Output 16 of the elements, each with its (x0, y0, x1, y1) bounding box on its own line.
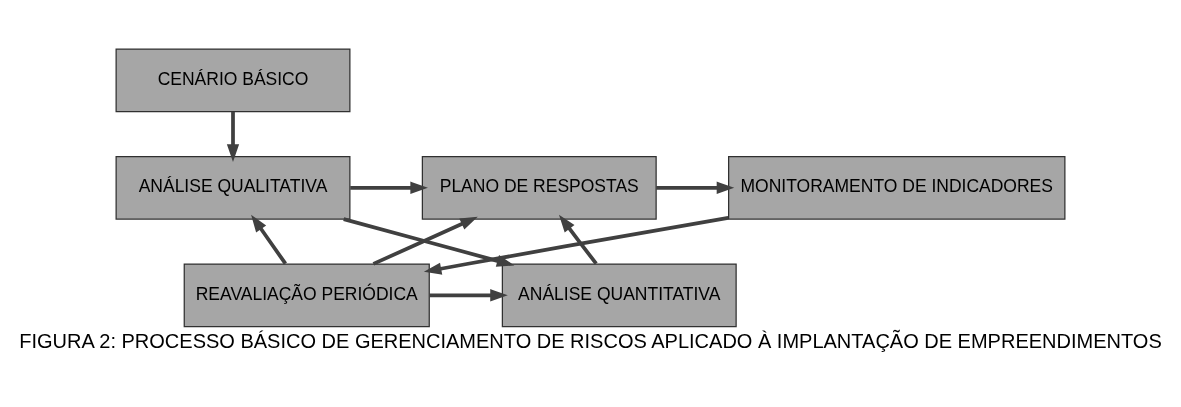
arrow (226, 111, 240, 162)
arrow (423, 215, 729, 275)
node-box: MONITORAMENTO DE INDICADORES (728, 155, 1066, 220)
node-box: CENÁRIO BÁSICO (115, 47, 351, 112)
node-box: ANÁLISE QUALITATIVA (115, 155, 351, 220)
arrow (343, 216, 515, 267)
caption: FIGURA 2: PROCESSO BÁSICO DE GERENCIAMENTO DE RISCOS APLICADO À IMPLANTAÇÃO DE EMPREENDIMENTOS (19, 329, 1162, 351)
node-box: ANÁLISE QUANTITATIVA (501, 262, 737, 327)
node-box: REAVALIAÇÃO PERIÓDICA (183, 262, 430, 327)
arrow (350, 181, 428, 194)
arrow (558, 214, 598, 265)
arrow (656, 181, 735, 194)
arrow (251, 214, 287, 265)
arrow (429, 288, 508, 301)
arrow (372, 216, 478, 266)
node-box: PLANO DE RESPOSTAS (421, 155, 657, 220)
